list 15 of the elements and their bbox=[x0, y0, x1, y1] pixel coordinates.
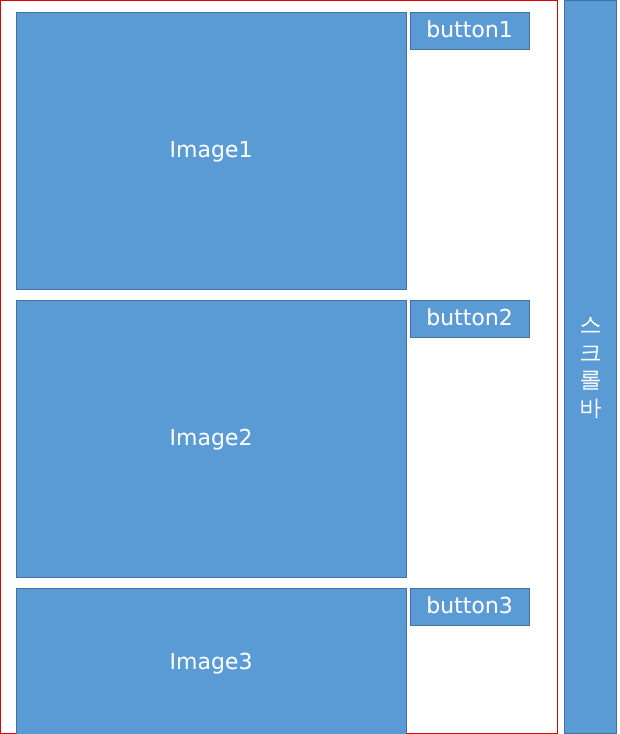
image-panel bbox=[16, 300, 406, 578]
button bbox=[410, 588, 530, 626]
scrollbar bbox=[564, 0, 617, 734]
button bbox=[410, 300, 530, 338]
frame bbox=[0, 0, 558, 734]
button-label: button3 bbox=[426, 594, 513, 619]
image-label: Image1 bbox=[170, 138, 252, 163]
image-label: Image3 bbox=[170, 650, 252, 675]
button-label: button1 bbox=[426, 18, 513, 43]
scrollbar-label: 스크롤바 bbox=[580, 312, 602, 422]
button bbox=[410, 12, 530, 50]
image-panel bbox=[16, 12, 406, 290]
button-label: button2 bbox=[426, 306, 513, 331]
image-panel bbox=[16, 588, 406, 734]
image-label: Image2 bbox=[170, 426, 252, 451]
